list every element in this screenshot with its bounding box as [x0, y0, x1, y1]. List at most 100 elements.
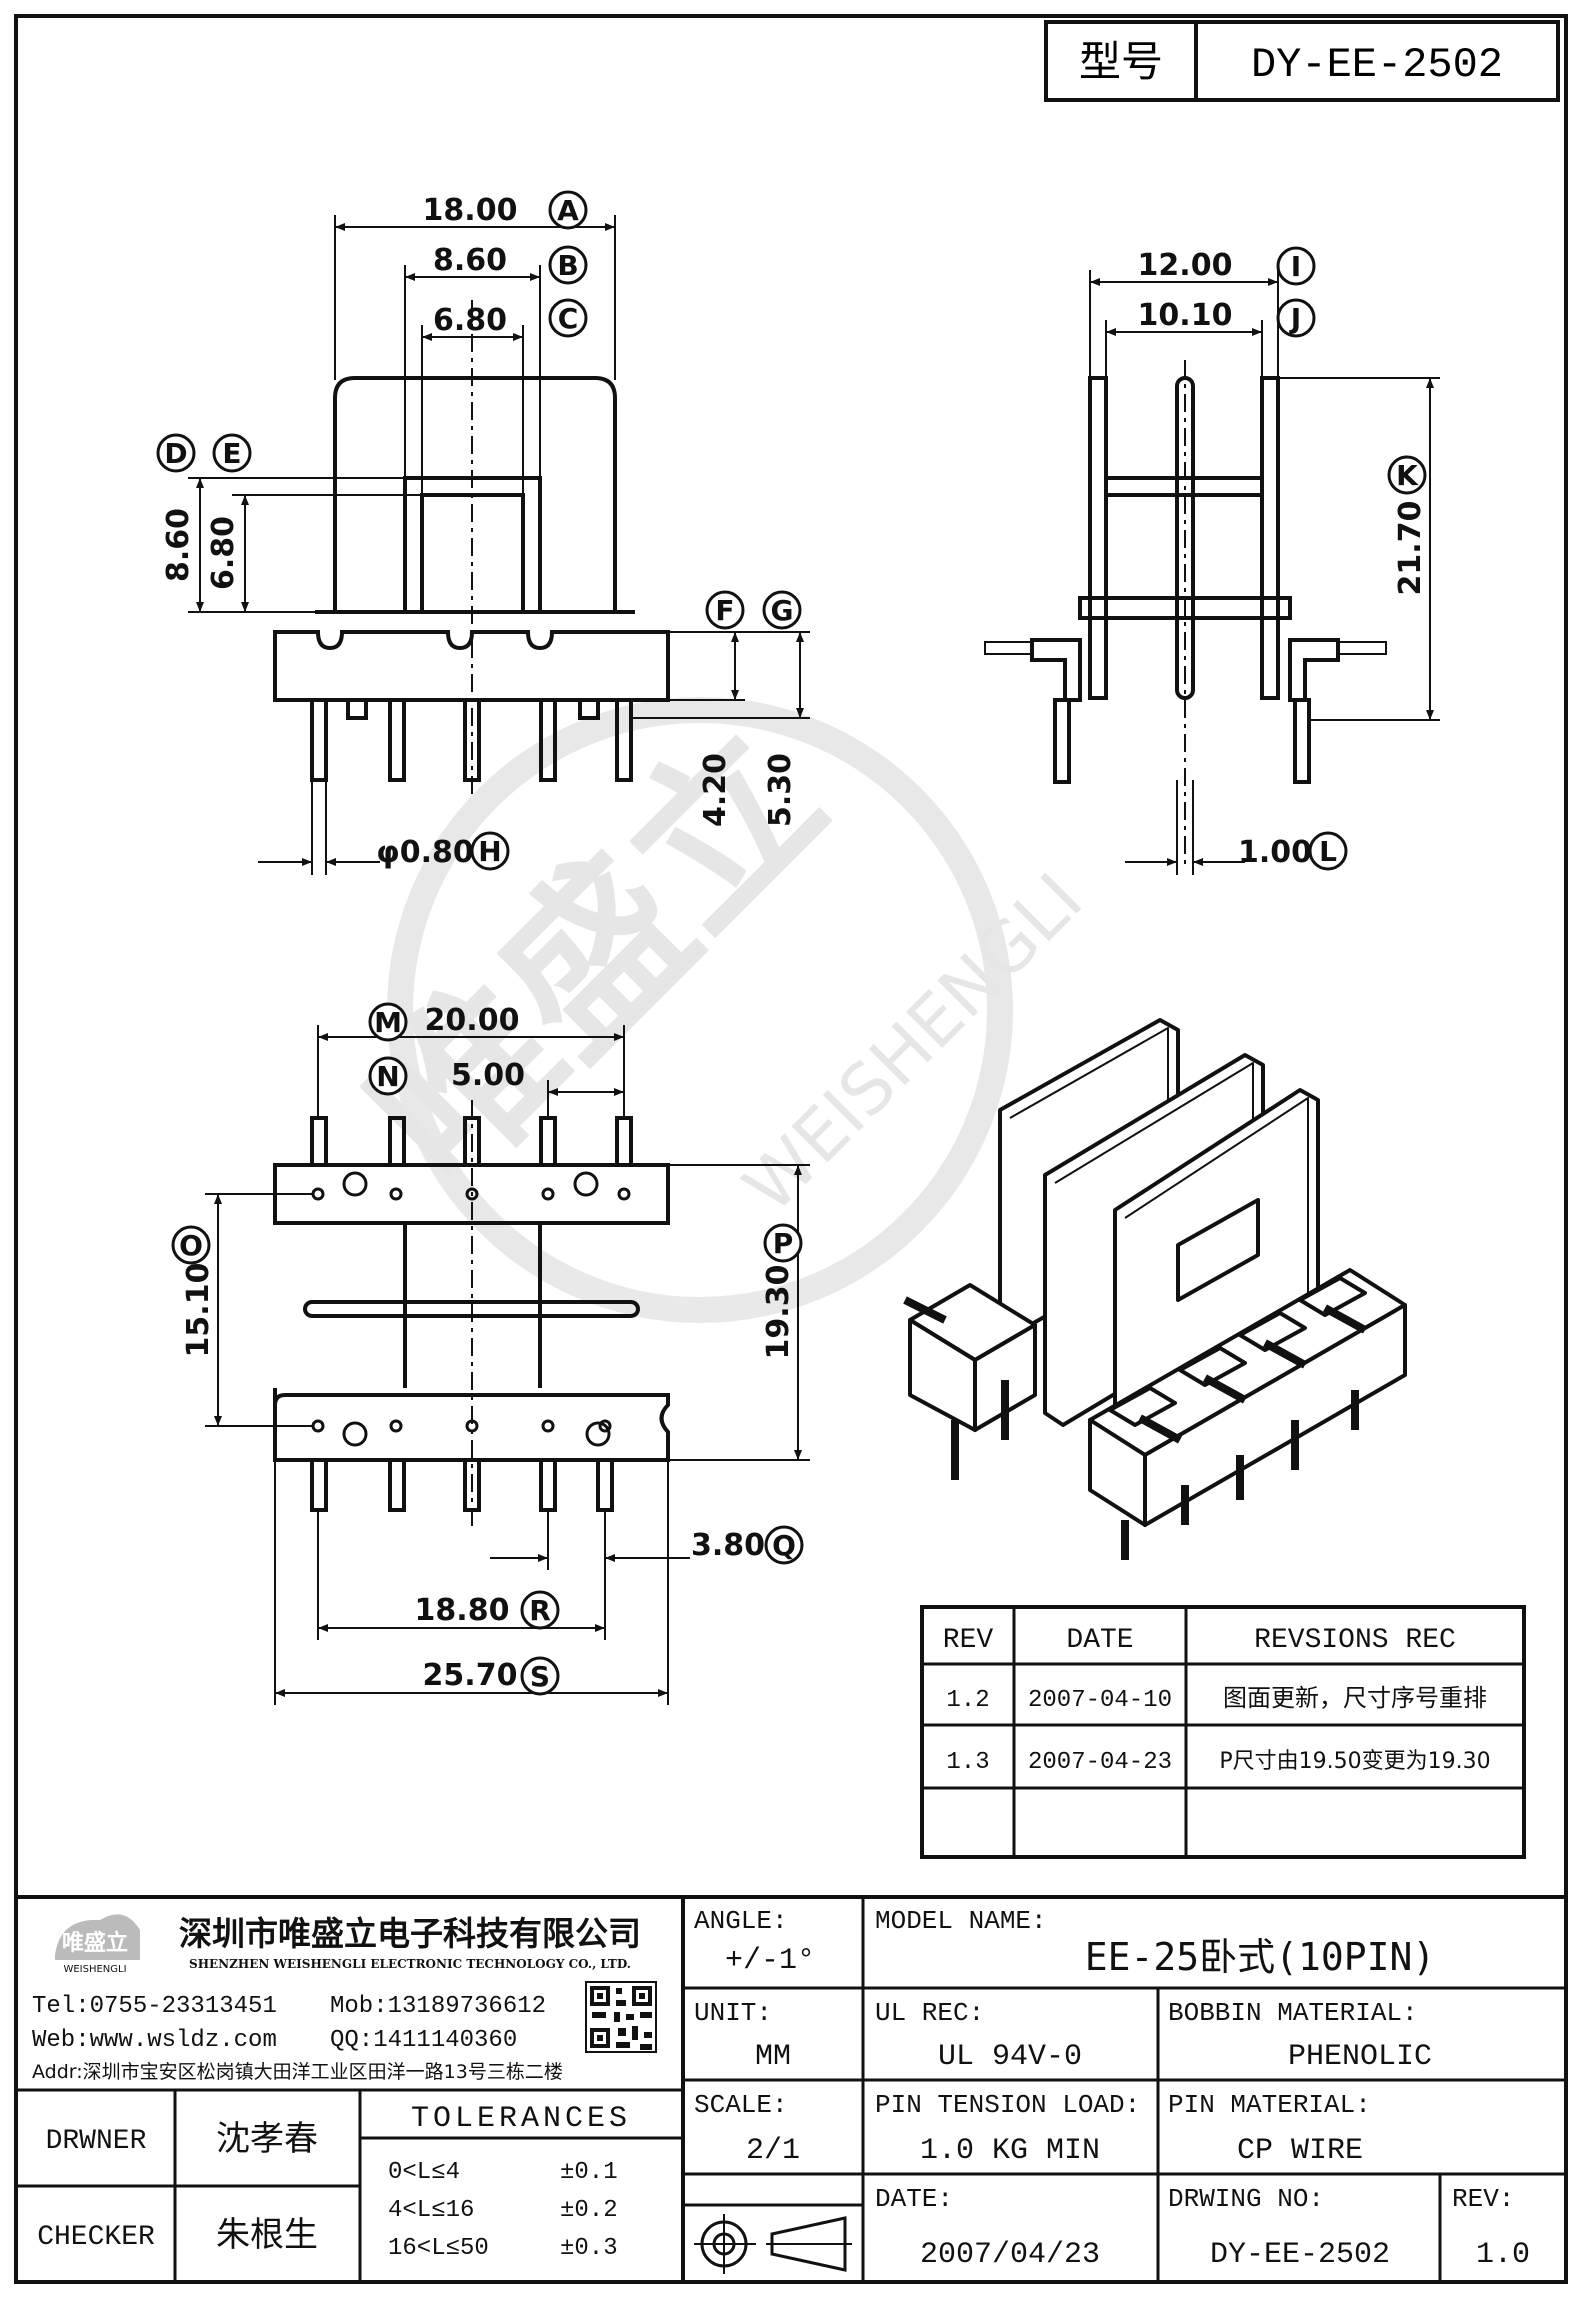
- tag-R: R: [520, 1590, 560, 1630]
- tag-B: B: [548, 245, 588, 285]
- iso-pin-blocks: [1108, 1276, 1367, 1427]
- side-dims: [1089, 270, 1440, 875]
- side-pin-left: [1053, 698, 1071, 784]
- checker-name: 朱根生: [216, 2215, 318, 2255]
- drawer-label: DRWNER: [46, 2126, 147, 2157]
- rev-header-rev: REV: [943, 1625, 994, 1656]
- model-label: 型号: [1079, 37, 1163, 86]
- tag-H: H: [470, 831, 510, 871]
- company-mob: Mob:13189736612: [330, 1993, 546, 2020]
- angle-label: ANGLE:: [694, 1906, 788, 1936]
- company-web: Web:www.wsldz.com: [32, 2027, 277, 2054]
- svg-text:L: L: [1319, 835, 1337, 868]
- svg-text:M: M: [374, 1006, 402, 1039]
- drawing-no-label: DRWING NO:: [1168, 2184, 1324, 2214]
- pin-material-value: CP WIRE: [1237, 2134, 1363, 2168]
- rev-row1-rev: 1.2: [946, 1687, 989, 1714]
- dim-I-value: 12.00: [1138, 248, 1233, 283]
- company-name-cn: 深圳市唯盛立电子科技有限公司: [179, 1914, 641, 1953]
- pin-tension-label: PIN TENSION LOAD:: [875, 2090, 1140, 2120]
- iso-pins: [1121, 1304, 1367, 1560]
- company-tel: Tel:0755-23313451: [32, 1993, 277, 2020]
- dim-B-value: 8.60: [433, 243, 507, 278]
- tag-N: N: [368, 1056, 408, 1096]
- ul-rec-value: UL 94V-0: [938, 2040, 1082, 2074]
- dim-C-value: 6.80: [433, 303, 507, 338]
- iso-window: [1176, 1198, 1260, 1302]
- qr-code-icon: [585, 1981, 657, 2053]
- unit-label: UNIT:: [694, 1998, 772, 2028]
- svg-text:F: F: [715, 594, 734, 627]
- rev-label: REV:: [1452, 2184, 1514, 2214]
- side-core-bar: [1078, 596, 1292, 620]
- dim-G-value: 5.30: [763, 753, 798, 827]
- tol-range-3: 16<L≤50: [388, 2235, 489, 2262]
- svg-text:P: P: [773, 1227, 794, 1260]
- svg-text:J: J: [1289, 302, 1301, 335]
- svg-text:Q: Q: [772, 1529, 796, 1562]
- bottom-view: [273, 1100, 670, 1530]
- dim-K-value: 21.70: [1393, 501, 1428, 596]
- svg-text:K: K: [1396, 459, 1419, 492]
- rev-row1-rec: 图面更新，尺寸序号重排: [1223, 1684, 1487, 1712]
- model-name-value: EE-25卧式(10PIN): [1085, 1935, 1436, 1979]
- dim-J-value: 10.10: [1138, 298, 1233, 333]
- dim-L-value: 1.00: [1238, 835, 1312, 870]
- tag-C: C: [548, 298, 588, 338]
- side-tab-left: [1030, 638, 1082, 702]
- svg-text:A: A: [557, 194, 579, 227]
- svg-text:S: S: [530, 1660, 550, 1693]
- tag-S: S: [520, 1656, 560, 1696]
- company-logo: 唯盛立 WEISHENGLI: [55, 1914, 140, 1975]
- date-label: DATE:: [875, 2184, 953, 2214]
- side-tab-right: [1288, 638, 1340, 702]
- tol-range-1: 0<L≤4: [388, 2159, 460, 2186]
- rev-row2-date: 2007-04-23: [1028, 1749, 1172, 1776]
- bottom-dim-text: 20.00 5.00 15.10 19.30 3.80 18.80 25.70: [181, 1003, 796, 1693]
- front-flange: [333, 376, 617, 612]
- side-flange-left: [1088, 376, 1108, 700]
- company-qq: QQ:1411140360: [330, 2027, 517, 2054]
- rev-header-rec: REVSIONS REC: [1254, 1625, 1456, 1656]
- angle-value: +/-1°: [725, 1944, 815, 1978]
- sheet-border: [14, 14, 1568, 2284]
- rev-value: 1.0: [1476, 2238, 1530, 2272]
- tag-J: J: [1276, 298, 1316, 338]
- dim-A-value: 18.00: [423, 193, 518, 228]
- front-dims: [188, 215, 810, 875]
- company-addr: Addr:深圳市宝安区松岗镇大田洋工业区田洋一路13号三栋二楼: [32, 2061, 563, 2083]
- tag-M: M: [368, 1002, 408, 1042]
- tag-F: F: [705, 590, 745, 630]
- title-fields: ANGLE: +/-1° MODEL NAME: EE-25卧式(10PIN) …: [694, 1906, 1530, 2272]
- tol-value-1: ±0.1: [560, 2159, 618, 2186]
- tag-O: O: [171, 1225, 211, 1265]
- rev-row2-rev: 1.3: [946, 1749, 989, 1776]
- front-dim-text: 18.00 8.60 6.80 8.60 6.80 4.20 5.30 φ0.8…: [161, 193, 798, 870]
- svg-text:G: G: [771, 594, 794, 627]
- svg-text:B: B: [557, 249, 578, 282]
- tag-I: I: [1276, 246, 1316, 286]
- scale-label: SCALE:: [694, 2090, 788, 2120]
- side-view: [984, 360, 1387, 870]
- tol-value-3: ±0.3: [560, 2235, 618, 2262]
- model-code: DY-EE-2502: [1251, 41, 1503, 89]
- svg-text:N: N: [376, 1060, 399, 1093]
- iso-view: [903, 1018, 1407, 1560]
- tag-Q: Q: [764, 1525, 804, 1565]
- tag-G: G: [762, 590, 802, 630]
- logo-sub: WEISHENGLI: [63, 1964, 126, 1975]
- bobbin-material-label: BOBBIN MATERIAL:: [1168, 1998, 1418, 2028]
- rev-row1-date: 2007-04-10: [1028, 1687, 1172, 1714]
- bottom-holes-bottom: [311, 1419, 612, 1447]
- date-value: 2007/04/23: [920, 2238, 1100, 2272]
- dim-O-value: 15.10: [181, 1263, 216, 1358]
- signoff-block: DRWNER 沈孝春 CHECKER 朱根生 TOLERANCES 0<L≤4 …: [37, 2102, 627, 2262]
- dim-E-value: 6.80: [206, 516, 241, 590]
- model-header: 型号 DY-EE-2502: [1044, 20, 1560, 102]
- tol-range-2: 4<L≤16: [388, 2197, 474, 2224]
- dim-N-value: 5.00: [451, 1058, 525, 1093]
- pin-material-label: PIN MATERIAL:: [1168, 2090, 1371, 2120]
- svg-text:D: D: [164, 437, 187, 470]
- unit-value: MM: [755, 2040, 791, 2074]
